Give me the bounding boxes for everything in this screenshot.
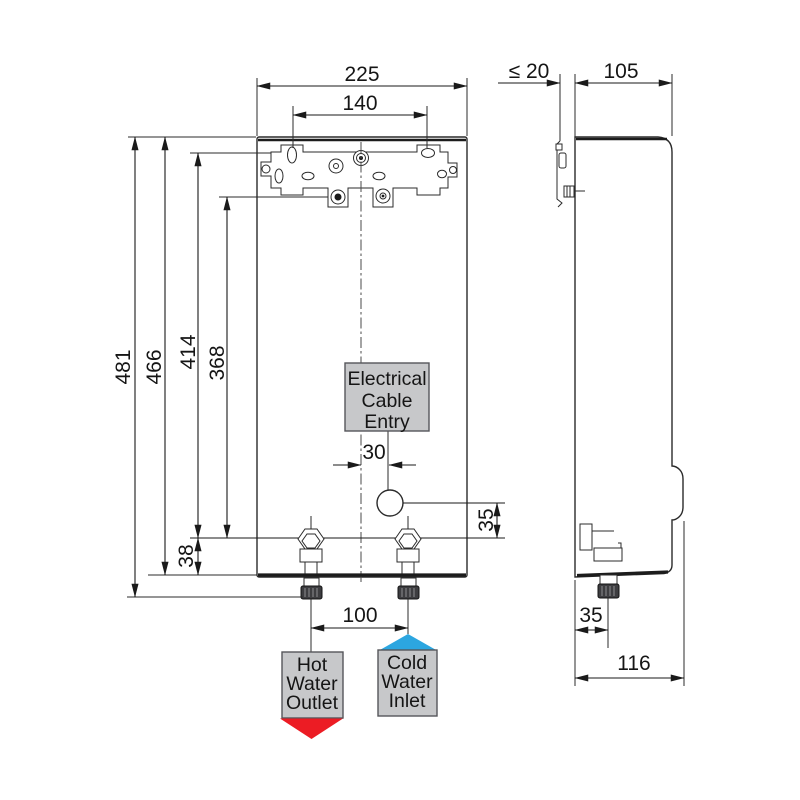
dim-pipe-depth-offset: 35	[574, 580, 609, 686]
svg-text:35: 35	[475, 508, 498, 531]
bracket-holes	[261, 146, 457, 184]
svg-text:105: 105	[603, 60, 638, 83]
dim-overall-depth: 116	[574, 521, 685, 686]
svg-text:Hot: Hot	[297, 654, 328, 676]
dim-mount-hole-spacing: 140	[292, 92, 428, 148]
front-view	[190, 136, 505, 652]
svg-text:481: 481	[112, 349, 135, 384]
hot-water-fitting	[297, 516, 325, 652]
svg-text:Cold: Cold	[387, 652, 427, 674]
dim-cable-to-pipes: 35	[475, 502, 501, 539]
svg-text:38: 38	[175, 544, 198, 567]
dim-overall-height: 481	[112, 136, 139, 598]
svg-text:Water: Water	[286, 673, 338, 695]
cable-entry-hole	[376, 489, 404, 517]
side-view	[555, 136, 684, 648]
dim-lower-holes-to-pipes: 368	[206, 196, 231, 539]
svg-text:Cable: Cable	[362, 390, 413, 412]
svg-text:466: 466	[143, 349, 166, 384]
svg-text:100: 100	[342, 604, 377, 627]
dim-top-holes-to-pipes: 414	[177, 152, 202, 539]
dim-body-height: 466	[143, 136, 169, 576]
svg-text:140: 140	[342, 92, 377, 115]
svg-text:Electrical: Electrical	[347, 368, 426, 390]
svg-text:35: 35	[579, 604, 602, 627]
svg-text:Outlet: Outlet	[286, 692, 339, 714]
svg-text:≤ 20: ≤ 20	[509, 60, 550, 83]
hot-water-outlet-label: Hot Water Outlet	[280, 651, 344, 739]
svg-text:30: 30	[362, 441, 385, 464]
hot-flow-direction-arrow	[280, 718, 343, 739]
cold-label-box	[377, 649, 438, 717]
cold-water-inlet-label: Cold Water Inlet	[377, 634, 438, 717]
dim-body-depth: 105	[574, 60, 673, 136]
cold-water-fitting	[394, 516, 422, 634]
dimensions: 225 140 481 466 414	[112, 60, 685, 686]
svg-text:225: 225	[344, 63, 379, 86]
dim-wall-gap: ≤ 20	[498, 60, 576, 141]
mounting-bracket	[260, 144, 458, 208]
cable-entry-label-box	[344, 362, 430, 432]
hot-label-box	[281, 651, 344, 719]
svg-text:Water: Water	[381, 671, 433, 693]
heater-body-side	[574, 136, 684, 578]
svg-text:Entry: Entry	[364, 411, 410, 433]
dim-pipe-spacing: 100	[310, 604, 409, 632]
cable-entry-label: Electrical Cable Entry	[344, 362, 430, 433]
dim-front-width: 225	[256, 63, 468, 136]
dim-pipes-to-bottom: 38	[175, 537, 202, 576]
annotation-labels: Electrical Cable Entry Hot Water Outlet …	[280, 362, 438, 739]
side-bottom-edge	[576, 570, 669, 578]
svg-text:116: 116	[617, 652, 650, 675]
heater-body-front	[256, 136, 468, 578]
svg-text:414: 414	[177, 334, 200, 369]
side-pipe-fitting	[579, 523, 623, 648]
svg-text:368: 368	[206, 345, 229, 380]
cold-flow-direction-arrow	[379, 634, 437, 651]
svg-text:Inlet: Inlet	[389, 690, 426, 712]
dim-cable-entry-offset: 30	[333, 441, 416, 469]
wall-bracket-profile	[555, 140, 585, 208]
